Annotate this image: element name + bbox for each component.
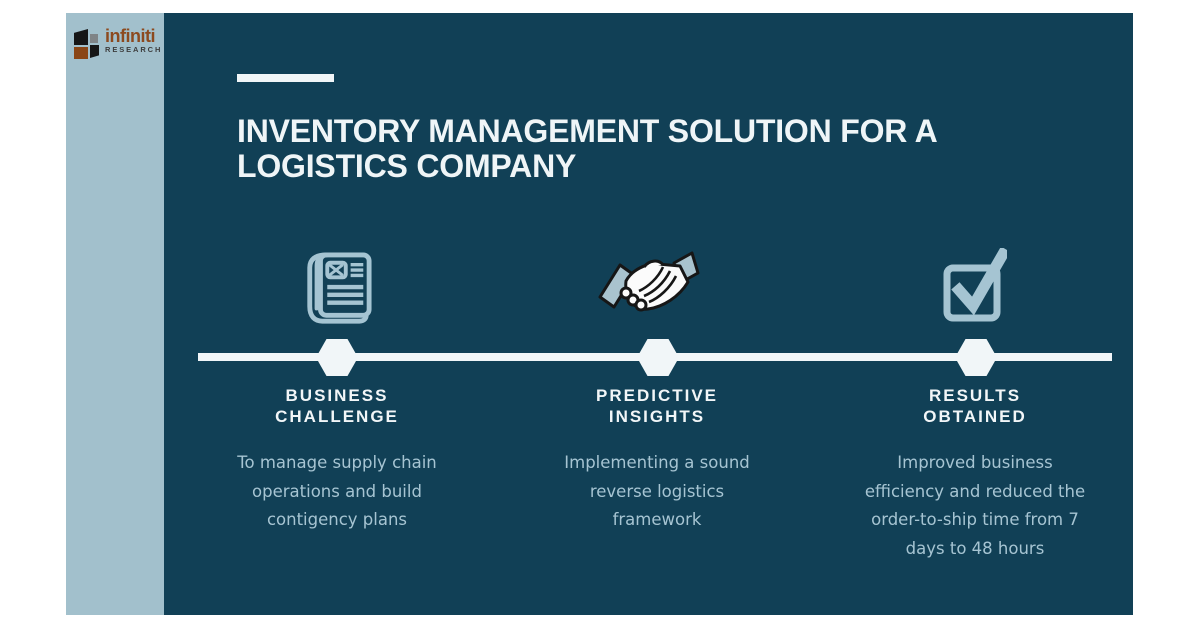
checkmark-box-icon: [943, 248, 1007, 322]
infiniti-research-logo: infiniti RESEARCH: [74, 27, 162, 59]
stage-predictive-insights: PREDICTIVE INSIGHTS Implementing a sound…: [507, 386, 807, 535]
brand-name: infiniti: [105, 26, 155, 46]
stage-description: Implementing a sound reverse logistics f…: [564, 453, 750, 529]
brand-tagline: RESEARCH: [105, 45, 163, 54]
newspaper-icon: [307, 252, 372, 324]
stage-heading: BUSINESS CHALLENGE: [275, 386, 399, 426]
stage-heading: PREDICTIVE INSIGHTS: [595, 386, 719, 426]
stage-heading: RESULTS OBTAINED: [923, 386, 1027, 426]
page-title: INVENTORY MANAGEMENT SOLUTION FOR A LOGI…: [237, 114, 1017, 184]
title-dash: [237, 74, 334, 82]
page-title-line1: INVENTORY MANAGEMENT SOLUTION FOR A: [237, 113, 938, 149]
window-pane-logo-icon: [74, 27, 101, 59]
stage-description: To manage supply chain operations and bu…: [237, 453, 437, 529]
page-title-line2: LOGISTICS COMPANY: [237, 148, 577, 184]
stage-business-challenge: BUSINESS CHALLENGE To manage supply chai…: [187, 386, 487, 535]
left-accent-stripe: [66, 13, 164, 615]
stage-description: Improved business efficiency and reduced…: [864, 453, 1086, 558]
stage-results-obtained: RESULTS OBTAINED Improved business effic…: [825, 386, 1125, 563]
handshake-icon: [598, 251, 700, 312]
